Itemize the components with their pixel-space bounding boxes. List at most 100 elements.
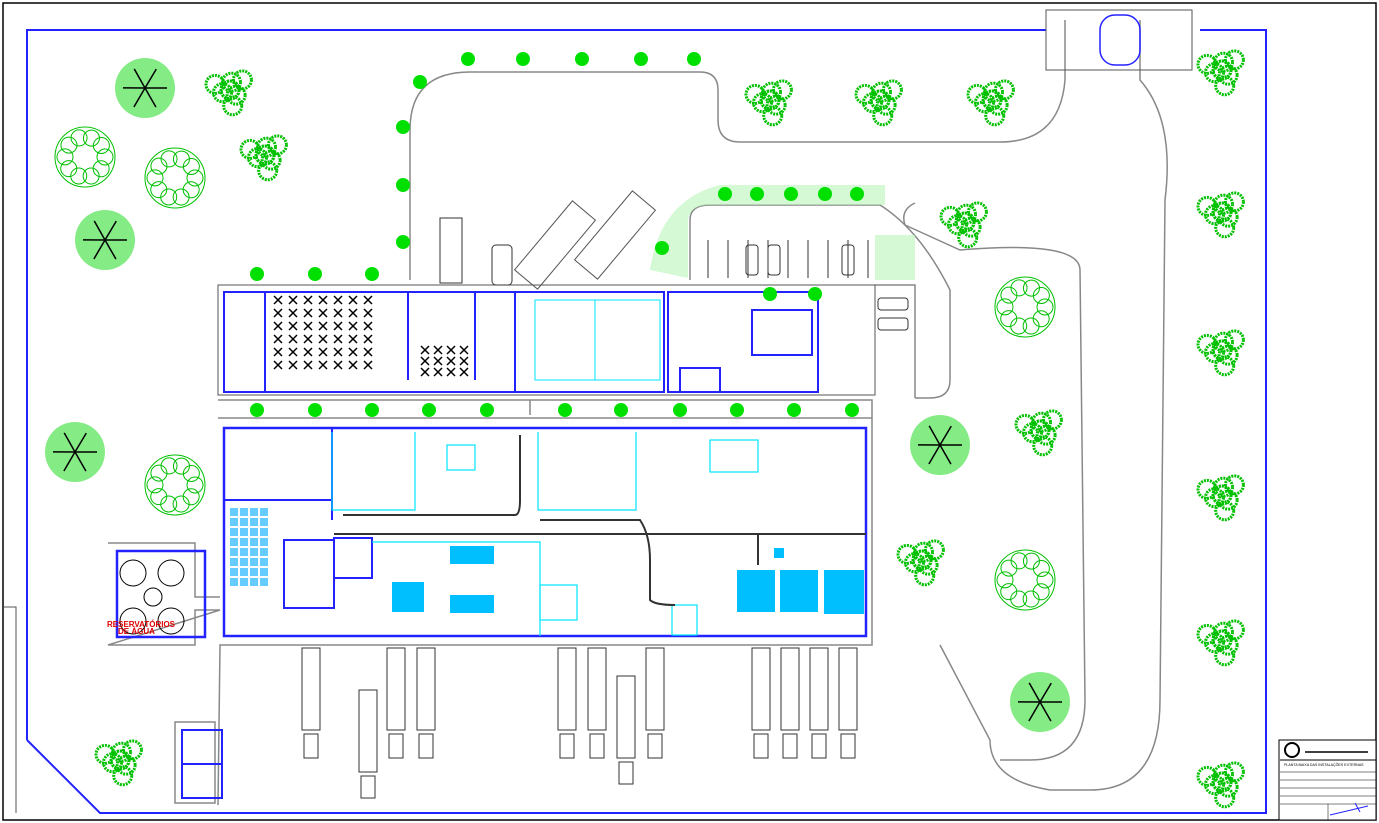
rack [240, 538, 248, 546]
bush-tree [1032, 435, 1054, 457]
bush-tree [912, 541, 934, 563]
round-tree-part [1010, 317, 1028, 335]
bush-tree [760, 81, 782, 103]
bush-tree [254, 144, 276, 166]
table [348, 321, 358, 331]
rack [230, 558, 238, 566]
small-tree [413, 75, 427, 89]
table [318, 347, 328, 357]
palm-frond [928, 444, 941, 465]
table [459, 367, 469, 377]
round-tree-part [1032, 310, 1050, 328]
small-tree [784, 187, 798, 201]
small-tree [250, 403, 264, 417]
small-tree [308, 267, 322, 281]
small-tree [396, 120, 410, 134]
small-tree [787, 403, 801, 417]
palm-frond [63, 451, 76, 472]
truck-cab [782, 733, 798, 759]
trucks [301, 647, 858, 799]
round-tree-part [70, 129, 88, 147]
bush-tree [1223, 329, 1245, 351]
rack [260, 558, 268, 566]
round-tree-part [172, 150, 190, 168]
table [348, 347, 358, 357]
round-tree-part [1000, 310, 1018, 328]
round-tree-part [186, 169, 204, 187]
truck-cab [418, 733, 434, 759]
cafeteria-tables [273, 295, 469, 377]
table [433, 345, 443, 355]
bush-tree [109, 749, 131, 771]
rack [250, 518, 258, 526]
truck-trailer [751, 647, 771, 731]
bush-tree [870, 81, 892, 103]
rack [240, 518, 248, 526]
palm-frond [1039, 682, 1052, 703]
table [363, 334, 373, 344]
table [363, 321, 373, 331]
round-tree-part [1036, 571, 1054, 589]
round-tree-part [146, 476, 164, 494]
round-tree-part [82, 129, 100, 147]
table [446, 356, 456, 366]
bush-tree [872, 105, 894, 127]
rack [230, 578, 238, 586]
bush-tree [984, 105, 1006, 127]
round-tree-part [182, 488, 200, 506]
small-tree [614, 403, 628, 417]
table [303, 347, 313, 357]
round-tree [994, 276, 1056, 338]
palm-frond [1028, 701, 1041, 722]
truck-trailer [616, 675, 636, 759]
table [333, 334, 343, 344]
round-tree-part [1032, 286, 1050, 304]
palm-frond [939, 444, 952, 465]
palm-frond [63, 432, 76, 453]
round-tree-part [1022, 552, 1040, 570]
bush-tree [1211, 629, 1233, 651]
round-tree-part [150, 157, 168, 175]
table [420, 367, 430, 377]
table [288, 321, 298, 331]
truck-trailer [780, 647, 800, 731]
rack [240, 578, 248, 586]
table [303, 308, 313, 318]
round-tree-part [1022, 590, 1040, 608]
table [288, 360, 298, 370]
small-tree [396, 235, 410, 249]
bush-tree [1214, 645, 1236, 667]
round-tree-part [70, 167, 88, 185]
small-tree [558, 403, 572, 417]
rack [230, 508, 238, 516]
small-tree [461, 52, 475, 66]
truck-parked [439, 217, 463, 284]
palm-frond [928, 425, 941, 446]
table [288, 308, 298, 318]
round-tree [994, 549, 1056, 611]
rack [240, 528, 248, 536]
rack [250, 558, 258, 566]
round-tree-part [186, 476, 204, 494]
truck-cab [559, 733, 575, 759]
round-tree-part [160, 457, 178, 475]
table [273, 295, 283, 305]
bush-tree [1223, 474, 1245, 496]
title-block-title: PLANTA BAIXA DAS INSTALAÇÕES EXTERNAS [1284, 762, 1364, 767]
rack [250, 528, 258, 536]
small-tree [634, 52, 648, 66]
round-tree-part [92, 160, 110, 178]
table [318, 295, 328, 305]
table [459, 345, 469, 355]
table [348, 334, 358, 344]
bush-tree [1223, 191, 1245, 213]
round-tree-part [1010, 552, 1028, 570]
rack [240, 508, 248, 516]
bush-tree [1212, 476, 1234, 498]
round-tree-part [1022, 279, 1040, 297]
rack [250, 578, 258, 586]
table [273, 347, 283, 357]
table [348, 360, 358, 370]
rack [230, 528, 238, 536]
parked-car [841, 244, 855, 276]
